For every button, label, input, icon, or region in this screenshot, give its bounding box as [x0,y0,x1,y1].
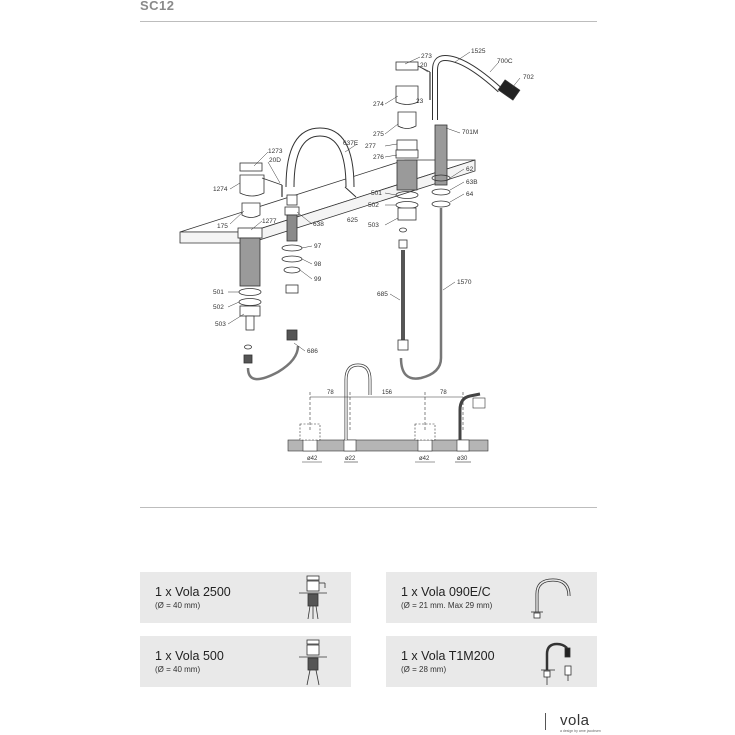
dimension-dia42-left: ø42 [307,456,318,462]
hand-shower-icon [541,642,572,685]
product-card-vola-090e-c: 1 x Vola 090E/C (Ø = 21 mm. Max 29 mm) [386,572,597,623]
callout-63b: 63B [466,179,478,186]
product-spec: (Ø = 28 mm) [401,665,447,674]
right-handle-assembly [395,61,431,351]
callout-20: 20 [420,62,428,69]
callout-638: 638 [313,221,324,228]
product-card-vola-500: 1 x Vola 500 (Ø = 40 mm) [140,636,351,687]
logo-tagline: a design by arne jacobsen [560,729,601,733]
callout-1273: 1273 [268,148,283,155]
callout-277: 277 [365,143,376,150]
product-name: 1 x Vola 090E/C [401,585,491,599]
callout-701m: 701M [462,129,478,136]
spout-icon [531,578,571,619]
callout-501-left: 501 [213,289,224,296]
callout-1570: 1570 [457,279,472,286]
dimension-78-left: 78 [327,390,334,396]
callout-625: 625 [347,217,358,224]
countertop [179,159,476,244]
dimension-dia22: ø22 [345,456,356,462]
product-card-vola-2500: 1 x Vola 2500 (Ø = 40 mm) [140,572,351,623]
callout-276: 276 [373,154,384,161]
callout-275: 275 [373,131,384,138]
logo-divider [545,713,546,730]
mixer-handle-icon [299,575,327,620]
callout-274: 274 [373,101,384,108]
vola-logo: vola [560,712,590,729]
dimension-dia42-right: ø42 [419,456,430,462]
valve-handle-icon [299,639,327,686]
callout-502-left: 502 [213,304,224,311]
leader-lines [227,51,521,352]
callout-20d: 20D [269,157,281,164]
callout-1277: 1277 [262,218,277,225]
product-spec: (Ø = 40 mm) [155,601,201,610]
callout-98: 98 [314,261,322,268]
callout-23: 23 [416,98,424,105]
callout-685: 685 [377,291,388,298]
product-name: 1 x Vola 500 [155,649,224,663]
left-handle-assembly [237,162,300,381]
dimension-78-right: 78 [440,390,447,396]
callout-686: 686 [307,348,318,355]
product-spec: (Ø = 21 mm. Max 29 mm) [401,601,493,610]
dimension-156: 156 [382,390,393,396]
callout-64: 64 [466,191,474,198]
callout-702: 702 [523,74,534,81]
center-spout-assembly [281,127,357,341]
callout-62: 62 [466,166,474,173]
product-spec: (Ø = 40 mm) [155,665,201,674]
callout-175: 175 [217,223,228,230]
exploded-view-drawing: 273 20 1525 700C 702 274 23 275 277 637E… [179,48,534,463]
callout-503-right: 503 [368,222,379,229]
callout-273: 273 [421,53,432,60]
installation-section-drawing [287,363,489,463]
callout-637e: 637E [343,140,359,147]
hand-shower-assembly [399,54,521,380]
middle-divider [140,507,597,508]
callout-502-right: 502 [368,202,379,209]
callout-501-right: 501 [371,190,382,197]
product-name: 1 x Vola 2500 [155,585,231,599]
callout-1274: 1274 [213,186,228,193]
dimension-dia30: ø30 [457,456,468,462]
product-name: 1 x Vola T1M200 [401,649,495,663]
callout-700c: 700C [497,58,513,65]
callout-99: 99 [314,276,322,283]
callout-503-left: 503 [215,321,226,328]
callout-97: 97 [314,243,322,250]
callout-1525: 1525 [471,48,486,55]
page-title: SC12 [140,0,175,13]
product-card-vola-t1m200: 1 x Vola T1M200 (Ø = 28 mm) [386,636,597,687]
top-divider [140,21,597,22]
